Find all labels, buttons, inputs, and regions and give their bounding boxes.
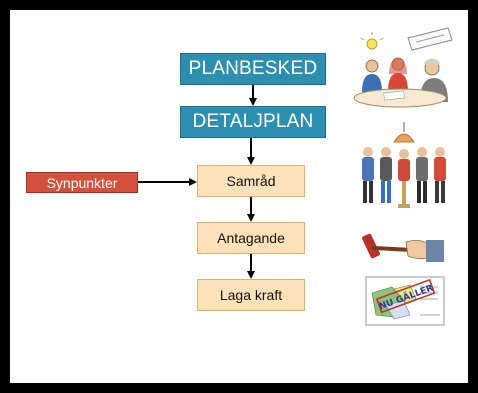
consultation-group-illustration — [362, 122, 446, 208]
input-synpunkter-label: Synpunkter — [46, 174, 118, 191]
approved-plan-illustration: NU GÄLLER — [365, 276, 445, 326]
flow-arrows — [138, 85, 257, 279]
step-planbesked: PLANBESKED — [180, 53, 326, 85]
meeting-illustration — [353, 27, 453, 108]
step-antagande-label: Antagande — [217, 230, 285, 246]
step-samrad: Samråd — [197, 165, 305, 197]
step-laga-kraft-label: Laga kraft — [219, 287, 283, 303]
step-antagande: Antagande — [197, 222, 305, 254]
step-planbesked-label: PLANBESKED — [188, 58, 318, 79]
input-synpunkter: Synpunkter — [26, 172, 138, 193]
step-detaljplan: DETALJPLAN — [180, 106, 326, 138]
step-laga-kraft: Laga kraft — [197, 279, 305, 311]
step-detaljplan-label: DETALJPLAN — [192, 111, 314, 132]
gavel-illustration — [362, 233, 444, 262]
step-samrad-label: Samråd — [226, 173, 276, 189]
